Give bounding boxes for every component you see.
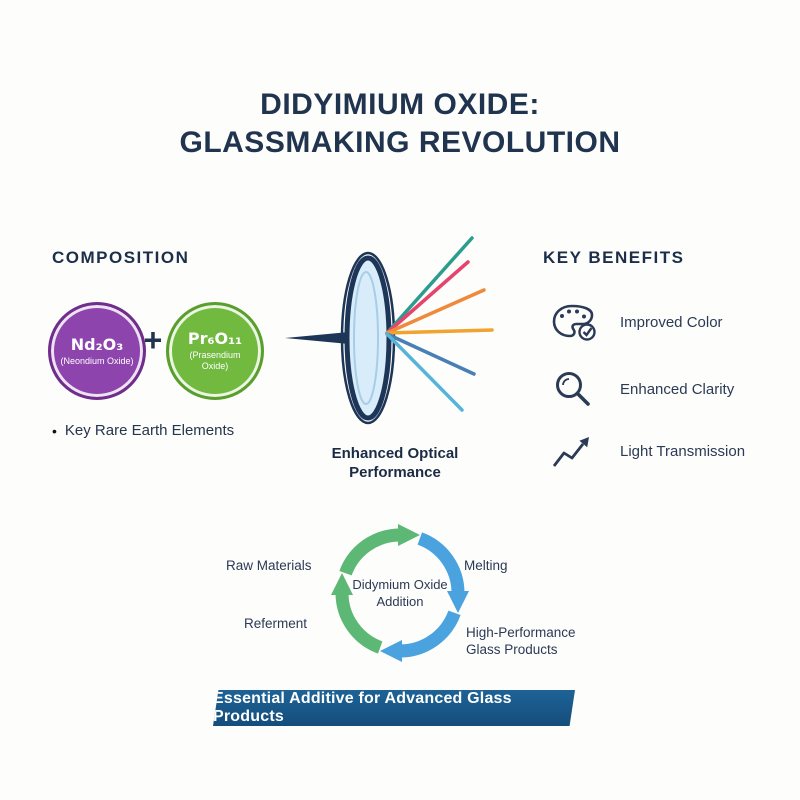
optical-caption: Enhanced Optical Performance xyxy=(295,444,495,482)
key-elements-note: • Key Rare Earth Elements xyxy=(52,422,234,439)
banner-text: Essential Additive for Advanced Glass Pr… xyxy=(213,690,512,725)
light-ray-amber xyxy=(385,328,494,335)
cycle-arc-right xyxy=(417,532,465,594)
benefit-label: Enhanced Clarity xyxy=(620,380,735,398)
lens-diagram xyxy=(285,236,494,425)
light-ray-blue xyxy=(385,332,476,376)
pr6o11-circle: Pr₆O₁₁ (Prasendium Oxide) xyxy=(166,302,264,400)
bullet-icon: • xyxy=(52,422,57,439)
cycle-arrow-right xyxy=(447,591,469,613)
nd2o3-formula: Nd₂O₃ xyxy=(70,334,124,354)
line-chart-icon xyxy=(548,432,600,470)
cycle-diagram xyxy=(331,524,469,662)
palette-check-icon xyxy=(548,302,600,342)
light-ray-lightblue xyxy=(385,332,464,412)
cycle-arc-top xyxy=(339,528,401,576)
light-ray-orange xyxy=(385,288,486,335)
cycle-step-high-performance: High-Performance Glass Products xyxy=(466,625,576,657)
title-line2: GLASSMAKING REVOLUTION xyxy=(179,126,621,159)
cycle-arc-bottom xyxy=(399,610,461,658)
pr6o11-name: (Prasendium Oxide) xyxy=(189,350,241,371)
benefit-light-transmission: Light Transmission xyxy=(548,432,745,470)
optical-caption-line1: Enhanced Optical xyxy=(331,445,459,462)
key-elements-text: Key Rare Earth Elements xyxy=(64,422,235,439)
composition-heading: COMPOSITION xyxy=(52,248,190,267)
cycle-center-label: Didymium Oxide Addition xyxy=(325,576,475,610)
page-title: DIDYIMIUM OXIDE: GLASSMAKING REVOLUTION xyxy=(0,86,800,162)
benefit-label: Improved Color xyxy=(620,313,723,331)
cycle-arrow-bottom xyxy=(380,640,402,662)
cycle-center-line1: Didymium Oxide xyxy=(352,577,448,592)
benefit-enhanced-clarity: Enhanced Clarity xyxy=(548,368,734,410)
banner: Essential Additive for Advanced Glass Pr… xyxy=(213,690,575,726)
benefits-heading: KEY BENEFITS xyxy=(543,248,685,267)
cycle-step-referment: Referment xyxy=(244,616,308,631)
cycle-step-raw-materials: Raw Materials xyxy=(226,558,312,573)
light-ray-teal xyxy=(385,236,474,335)
plus-sign: + xyxy=(143,322,163,358)
optical-caption-line2: Performance xyxy=(349,464,441,481)
nd2o3-name: (Neondium Oxide) xyxy=(60,355,134,366)
cycle-arc-left xyxy=(335,592,383,654)
light-ray-pink xyxy=(385,260,470,335)
cycle-arrow-top xyxy=(398,524,420,546)
pr6o11-formula: Pr₆O₁₁ xyxy=(187,329,243,348)
magnifier-icon xyxy=(548,368,600,410)
cycle-step-melting: Melting xyxy=(464,558,508,573)
cycle-center-line2: Addition xyxy=(376,594,424,609)
incident-light-beam xyxy=(285,332,349,344)
lens-highlight xyxy=(353,271,379,405)
benefit-improved-color: Improved Color xyxy=(548,302,723,342)
nd2o3-circle: Nd₂O₃ (Neondium Oxide) xyxy=(48,302,146,400)
benefit-label: Light Transmission xyxy=(620,442,746,460)
cycle-arrow-left xyxy=(331,573,353,595)
title-line1: DIDYIMIUM OXIDE: xyxy=(260,88,540,121)
